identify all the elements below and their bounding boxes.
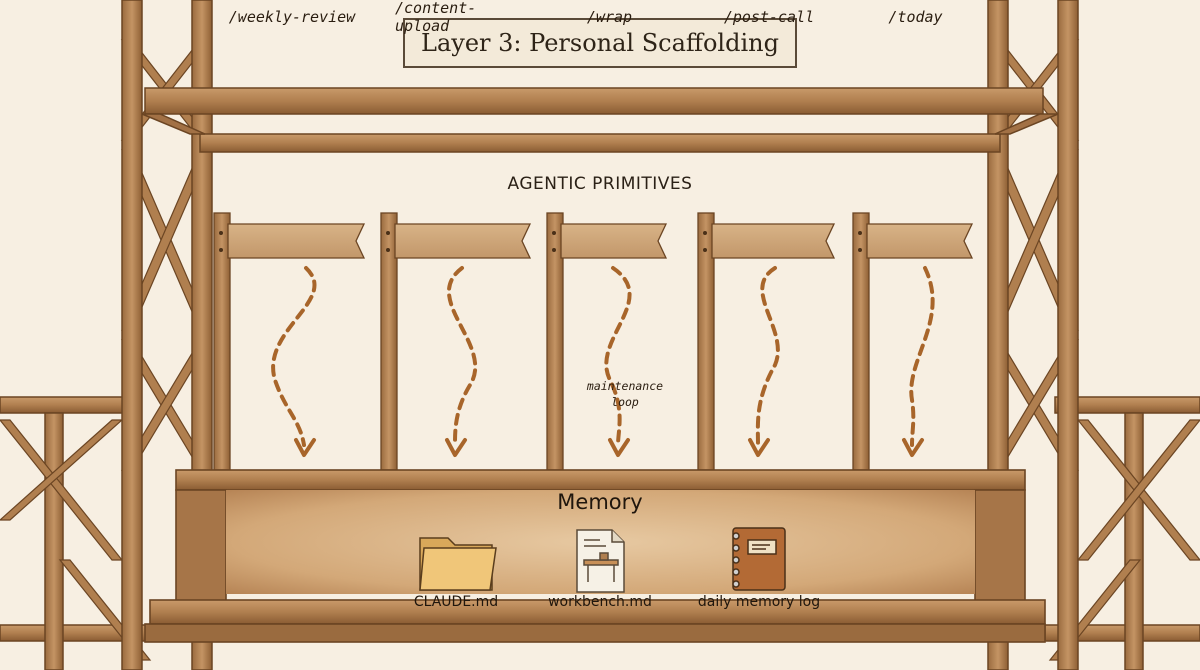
sign-label-weekly-review: /weekly-review — [228, 8, 356, 26]
cross-bracing — [0, 39, 1200, 661]
flow-arrows — [271, 266, 935, 447]
sign-nails — [219, 231, 862, 252]
memory-box — [144, 469, 1046, 643]
section-label: AGENTIC PRIMITIVES — [507, 174, 693, 194]
sign-label-wrap: /wrap — [586, 8, 633, 26]
arrow-weekly-review — [271, 266, 317, 447]
sign-boards — [227, 223, 974, 259]
maintenance-loop-annotation: maintenance loop — [585, 378, 665, 410]
top-beams — [141, 87, 1059, 153]
file-label-workbench-md: workbench.md — [548, 594, 652, 610]
file-label-daily-memory-log: daily memory log — [697, 594, 821, 610]
sign-posts — [213, 212, 870, 471]
annotation-line-1: maintenance — [586, 379, 664, 393]
workbench-document-icon — [576, 529, 625, 593]
arrow-content-upload — [446, 266, 478, 447]
folder-icon — [419, 537, 497, 591]
arrow-heads — [294, 438, 924, 457]
page-title: Layer 3: Personal Scaffolding — [403, 18, 797, 68]
arrow-post-call — [755, 266, 780, 447]
annotation-line-2: loop — [611, 395, 639, 409]
arrow-today — [909, 266, 935, 447]
arrow-wrap — [604, 266, 632, 447]
sign-label-post-call: /post-call — [723, 8, 815, 26]
file-label-claude-md: CLAUDE.md — [413, 594, 499, 610]
sign-label-today: /today — [888, 8, 943, 26]
memory-label: Memory — [557, 490, 643, 514]
notebook-icon — [732, 527, 786, 591]
sign-label-content-upload: /content-upload — [395, 0, 477, 35]
